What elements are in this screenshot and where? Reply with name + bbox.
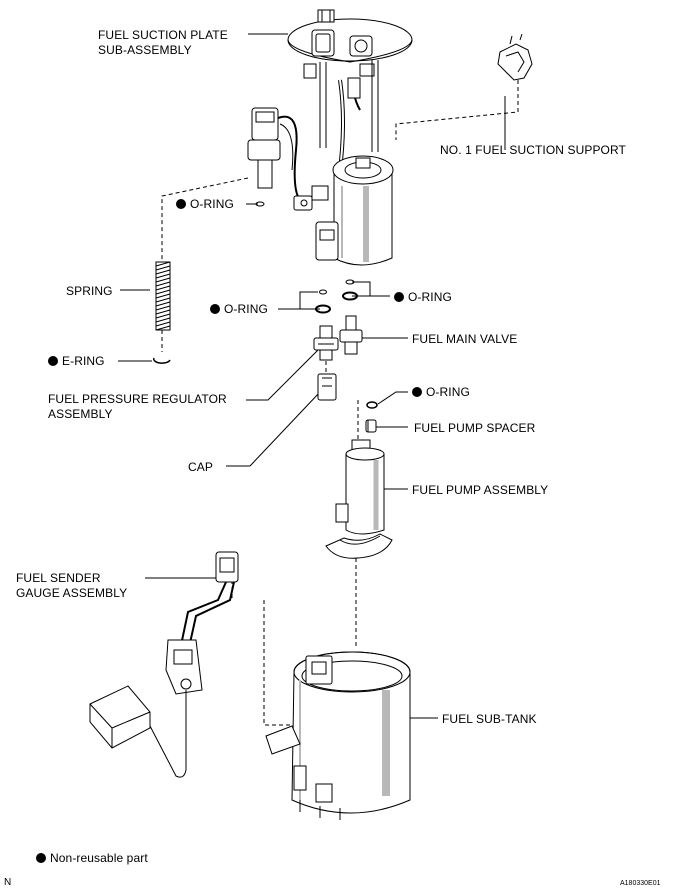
corner-letter: N xyxy=(4,877,12,888)
cap-part xyxy=(317,373,337,401)
spring-part xyxy=(155,261,171,331)
no1-fuel-suction-support-part xyxy=(497,33,533,81)
legend-text: Non-reusable part xyxy=(50,851,148,865)
fuel-sub-tank-label: FUEL SUB-TANK xyxy=(442,712,537,726)
leader-lines xyxy=(118,33,506,719)
non-reusable-dot-icon xyxy=(412,387,422,397)
non-reusable-dot-icon xyxy=(176,199,186,209)
upper-canister-part xyxy=(311,155,394,266)
e-ring-label: E-RING xyxy=(48,354,105,369)
cap-label: CAP xyxy=(188,460,213,474)
fuel-main-valve-label: FUEL MAIN VALVE xyxy=(412,332,518,346)
non-reusable-dot-icon xyxy=(48,356,58,366)
fuel-sender-gauge-part xyxy=(89,551,239,778)
o-ring-label-pump: O-RING xyxy=(412,385,470,400)
fuel-pump-assembly-part xyxy=(325,439,393,559)
o-ring-label-top: O-RING xyxy=(176,197,234,212)
fuel-pressure-regulator-label: FUEL PRESSURE REGULATOR ASSEMBLY xyxy=(48,392,227,421)
fuel-suction-plate-part xyxy=(287,9,413,171)
fuel-pump-assembly-label: FUEL PUMP ASSEMBLY xyxy=(412,483,549,497)
spring-label: SPRING xyxy=(66,284,113,298)
fuel-sender-gauge-label: FUEL SENDER GAUGE ASSEMBLY xyxy=(16,571,128,600)
o-ring-label-right: O-RING xyxy=(394,290,452,305)
fuel-suction-plate-label: FUEL SUCTION PLATE SUB-ASSEMBLY xyxy=(98,28,228,57)
non-reusable-dot-icon xyxy=(36,853,46,863)
connector-harness-part xyxy=(247,107,313,211)
fuel-sub-tank-part xyxy=(265,651,411,820)
non-reusable-dot-icon xyxy=(210,304,220,314)
non-reusable-dot-icon xyxy=(394,292,404,302)
fuel-pump-spacer-label: FUEL PUMP SPACER xyxy=(414,421,536,435)
e-ring-part xyxy=(153,357,171,364)
o-ring-label-left: O-RING xyxy=(210,302,268,317)
fuel-pump-spacer-part xyxy=(365,419,377,433)
figure-id: A180330E01 xyxy=(620,880,661,887)
fuel-pressure-regulator-part xyxy=(313,325,339,361)
fuel-main-valve-part xyxy=(339,315,363,355)
legend: Non-reusable part xyxy=(36,851,148,866)
o-ring-parts xyxy=(255,201,378,409)
no1-fuel-suction-support-label: NO. 1 FUEL SUCTION SUPPORT xyxy=(440,143,626,157)
